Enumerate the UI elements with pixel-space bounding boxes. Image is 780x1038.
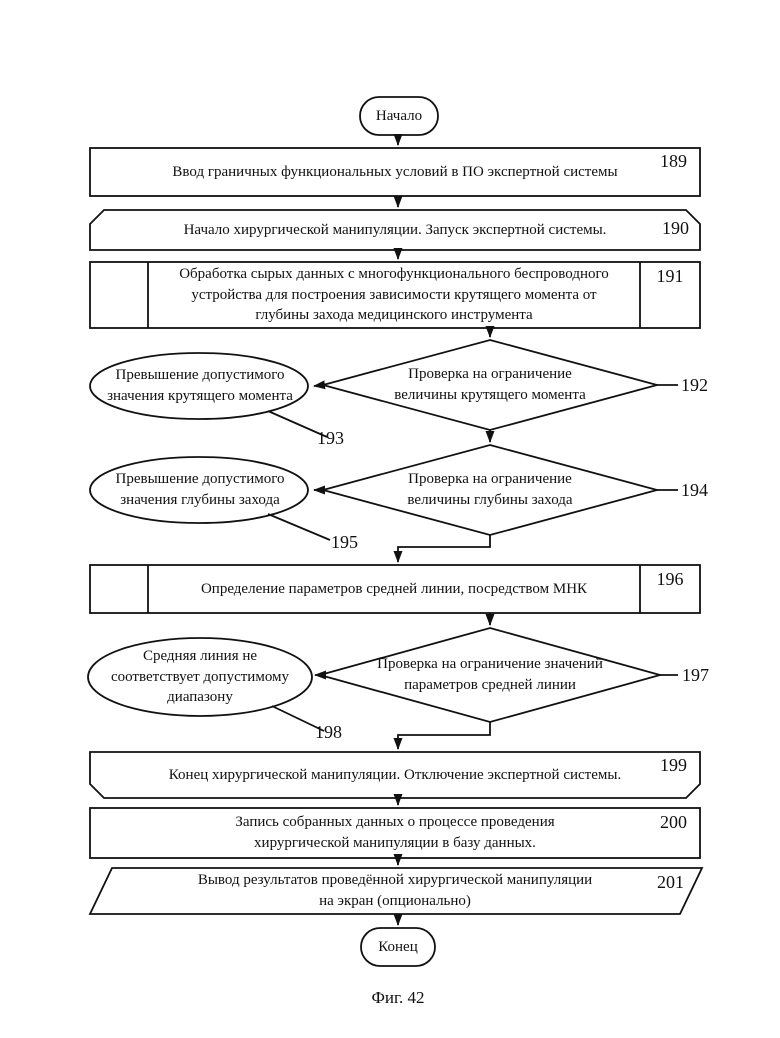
figure-caption: Фиг. 42	[371, 988, 425, 1007]
node-197-shape	[316, 627, 664, 723]
leader-line-198	[271, 705, 325, 732]
node-193-shape	[89, 352, 309, 420]
arrow-192-to-193	[313, 380, 326, 390]
node-194-shape	[319, 444, 661, 536]
node-195-shape	[89, 456, 309, 524]
node-189-shape	[89, 147, 701, 197]
node-201-shape	[88, 867, 704, 915]
end-terminator-shape	[360, 927, 436, 967]
node-190-shape	[89, 209, 701, 251]
arrow-197-to-199	[393, 722, 491, 750]
leader-line-193	[267, 410, 328, 438]
arrow-194-to-196	[393, 535, 491, 563]
leader-line-195	[267, 513, 331, 541]
node-191-shape	[89, 261, 701, 329]
node-200-shape	[89, 807, 701, 859]
node-199-shape	[89, 751, 701, 799]
start-terminator-shape	[359, 96, 439, 136]
node-198-shape	[87, 637, 313, 717]
node-192-shape	[319, 339, 661, 431]
node-196-shape	[89, 564, 701, 614]
